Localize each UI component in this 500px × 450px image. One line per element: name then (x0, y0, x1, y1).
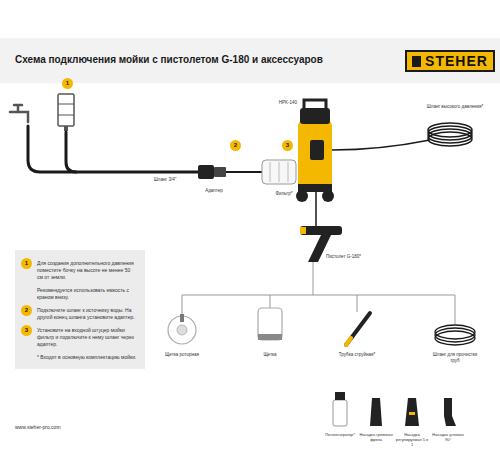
pressure-washer-icon (296, 100, 334, 202)
high-pressure-hose-part (428, 129, 472, 143)
header-band (0, 38, 500, 83)
accessory-lines-part (182, 295, 183, 314)
brush-icon-part (258, 334, 282, 340)
faucet-icon (10, 105, 28, 122)
logo-text: STEHER (425, 53, 488, 69)
part-label: Шланг 3/4" (140, 177, 190, 183)
filter-icon-part (262, 160, 296, 184)
accessory-lines-part (455, 295, 456, 324)
part-label: Адаптер (194, 188, 234, 194)
callout-number: 1 (62, 78, 73, 89)
high-pressure-hose-part (428, 132, 472, 146)
part-label: Пеногенератор* (321, 432, 359, 437)
adapter-icon (198, 165, 262, 179)
high-pressure-hose-part (332, 140, 430, 150)
part-label: Пистолет G-180* (326, 254, 362, 260)
pressure-washer-icon-part (298, 120, 332, 192)
nozzle-icons-part (405, 398, 419, 426)
pressure-washer-icon-part (296, 190, 308, 202)
instruction-text: Подключите шланг к источнику воды. На др… (37, 307, 137, 321)
nozzle-icons (370, 398, 456, 426)
adapter-icon-part (226, 171, 262, 173)
filter-icon-part (279, 162, 280, 182)
callout-number: 1 (21, 258, 32, 269)
water-hose-part (28, 126, 200, 172)
spray-gun-icon-part (300, 227, 306, 234)
filter-icon-part (288, 162, 289, 182)
lance-icon-part (346, 313, 370, 345)
callout-number: 2 (230, 140, 241, 151)
adapter-icon-part (214, 167, 226, 177)
brand-logo: STEHER (405, 50, 495, 72)
canister-icon-part (58, 104, 74, 105)
lance-icon (346, 313, 370, 345)
drain-hose-icon-part (435, 328, 475, 342)
high-pressure-hose-part (428, 126, 472, 140)
adapter-icon-part (198, 165, 214, 179)
gun-hose (315, 192, 317, 228)
foam-generator-icon-part (333, 400, 347, 426)
nozzle-icons-part (444, 398, 456, 426)
drain-hose-icon (435, 325, 475, 345)
instruction-text: Установите на входной штуцер мойки фильт… (37, 327, 137, 348)
pressure-washer-icon-part (322, 190, 334, 202)
canister-icon-part (58, 115, 74, 116)
foam-generator-icon (333, 392, 347, 426)
canister-icon (58, 94, 74, 131)
part-label: Насадка угловая 90° (431, 432, 465, 442)
instruction-panel: Для создания дополнительного давления по… (15, 250, 145, 369)
instruction-text: Рекомендуется использовать емкость с кра… (37, 287, 137, 301)
rotary-brush-icon-part (180, 314, 184, 322)
callout-number: 2 (21, 305, 32, 316)
canister-icon-part (64, 126, 68, 131)
part-label: Шланг высокого давления* (425, 104, 485, 110)
nozzle-icons-part (370, 398, 382, 426)
instruction-text: Для создания дополнительного давления по… (37, 260, 137, 281)
water-hose-part (66, 132, 76, 172)
part-label: Насадка регулируемая 5 в 1 (395, 432, 429, 448)
rotary-brush-icon (168, 314, 196, 344)
accessory-lines-part (357, 295, 358, 312)
callout-number: 3 (282, 140, 293, 151)
accessory-lines-part (182, 295, 455, 296)
brush-icon-part (258, 308, 282, 340)
faucet-icon-part (10, 112, 28, 122)
spray-gun-icon-part (300, 226, 342, 235)
high-pressure-hose (332, 123, 472, 150)
part-label: Щетка роторная (157, 352, 207, 358)
part-label: Трубка струйная* (337, 352, 377, 358)
filter-icon (262, 160, 296, 184)
part-label: Насадка грязевая фреза (359, 432, 393, 442)
website-url: www.steher-pro.com (15, 424, 135, 431)
filter-icon-part (270, 162, 271, 182)
accessory-lines-part (270, 295, 271, 308)
drain-hose-icon-part (435, 325, 475, 339)
pressure-washer-icon-part (310, 140, 324, 160)
accessory-lines-part (313, 262, 314, 295)
part-label: Щетка (250, 352, 290, 358)
instruction-text: * Входит в основную комплектацию мойки. (37, 354, 137, 361)
canister-icon-part (58, 94, 74, 126)
nozzle-icons-part (409, 412, 415, 415)
callout-number: 3 (21, 325, 32, 336)
model-label: HPK-140 (276, 100, 300, 106)
part-label: Фильтр* (269, 191, 299, 197)
brush-icon (258, 308, 282, 340)
faucet-icon-part (14, 105, 22, 112)
foam-generator-icon-part (335, 392, 345, 400)
high-pressure-hose-part (428, 123, 472, 137)
lance-icon-part (346, 338, 351, 345)
accessory-lines (182, 262, 455, 324)
pressure-washer-icon-part (300, 108, 330, 124)
water-hose (28, 126, 200, 172)
rotary-brush-icon-part (177, 325, 187, 335)
drain-hose-icon-part (435, 331, 475, 345)
part-label: Шланг для прочистки труб (430, 352, 480, 364)
diagram-title: Схема подключения мойки с пистолетом G-1… (15, 54, 323, 65)
